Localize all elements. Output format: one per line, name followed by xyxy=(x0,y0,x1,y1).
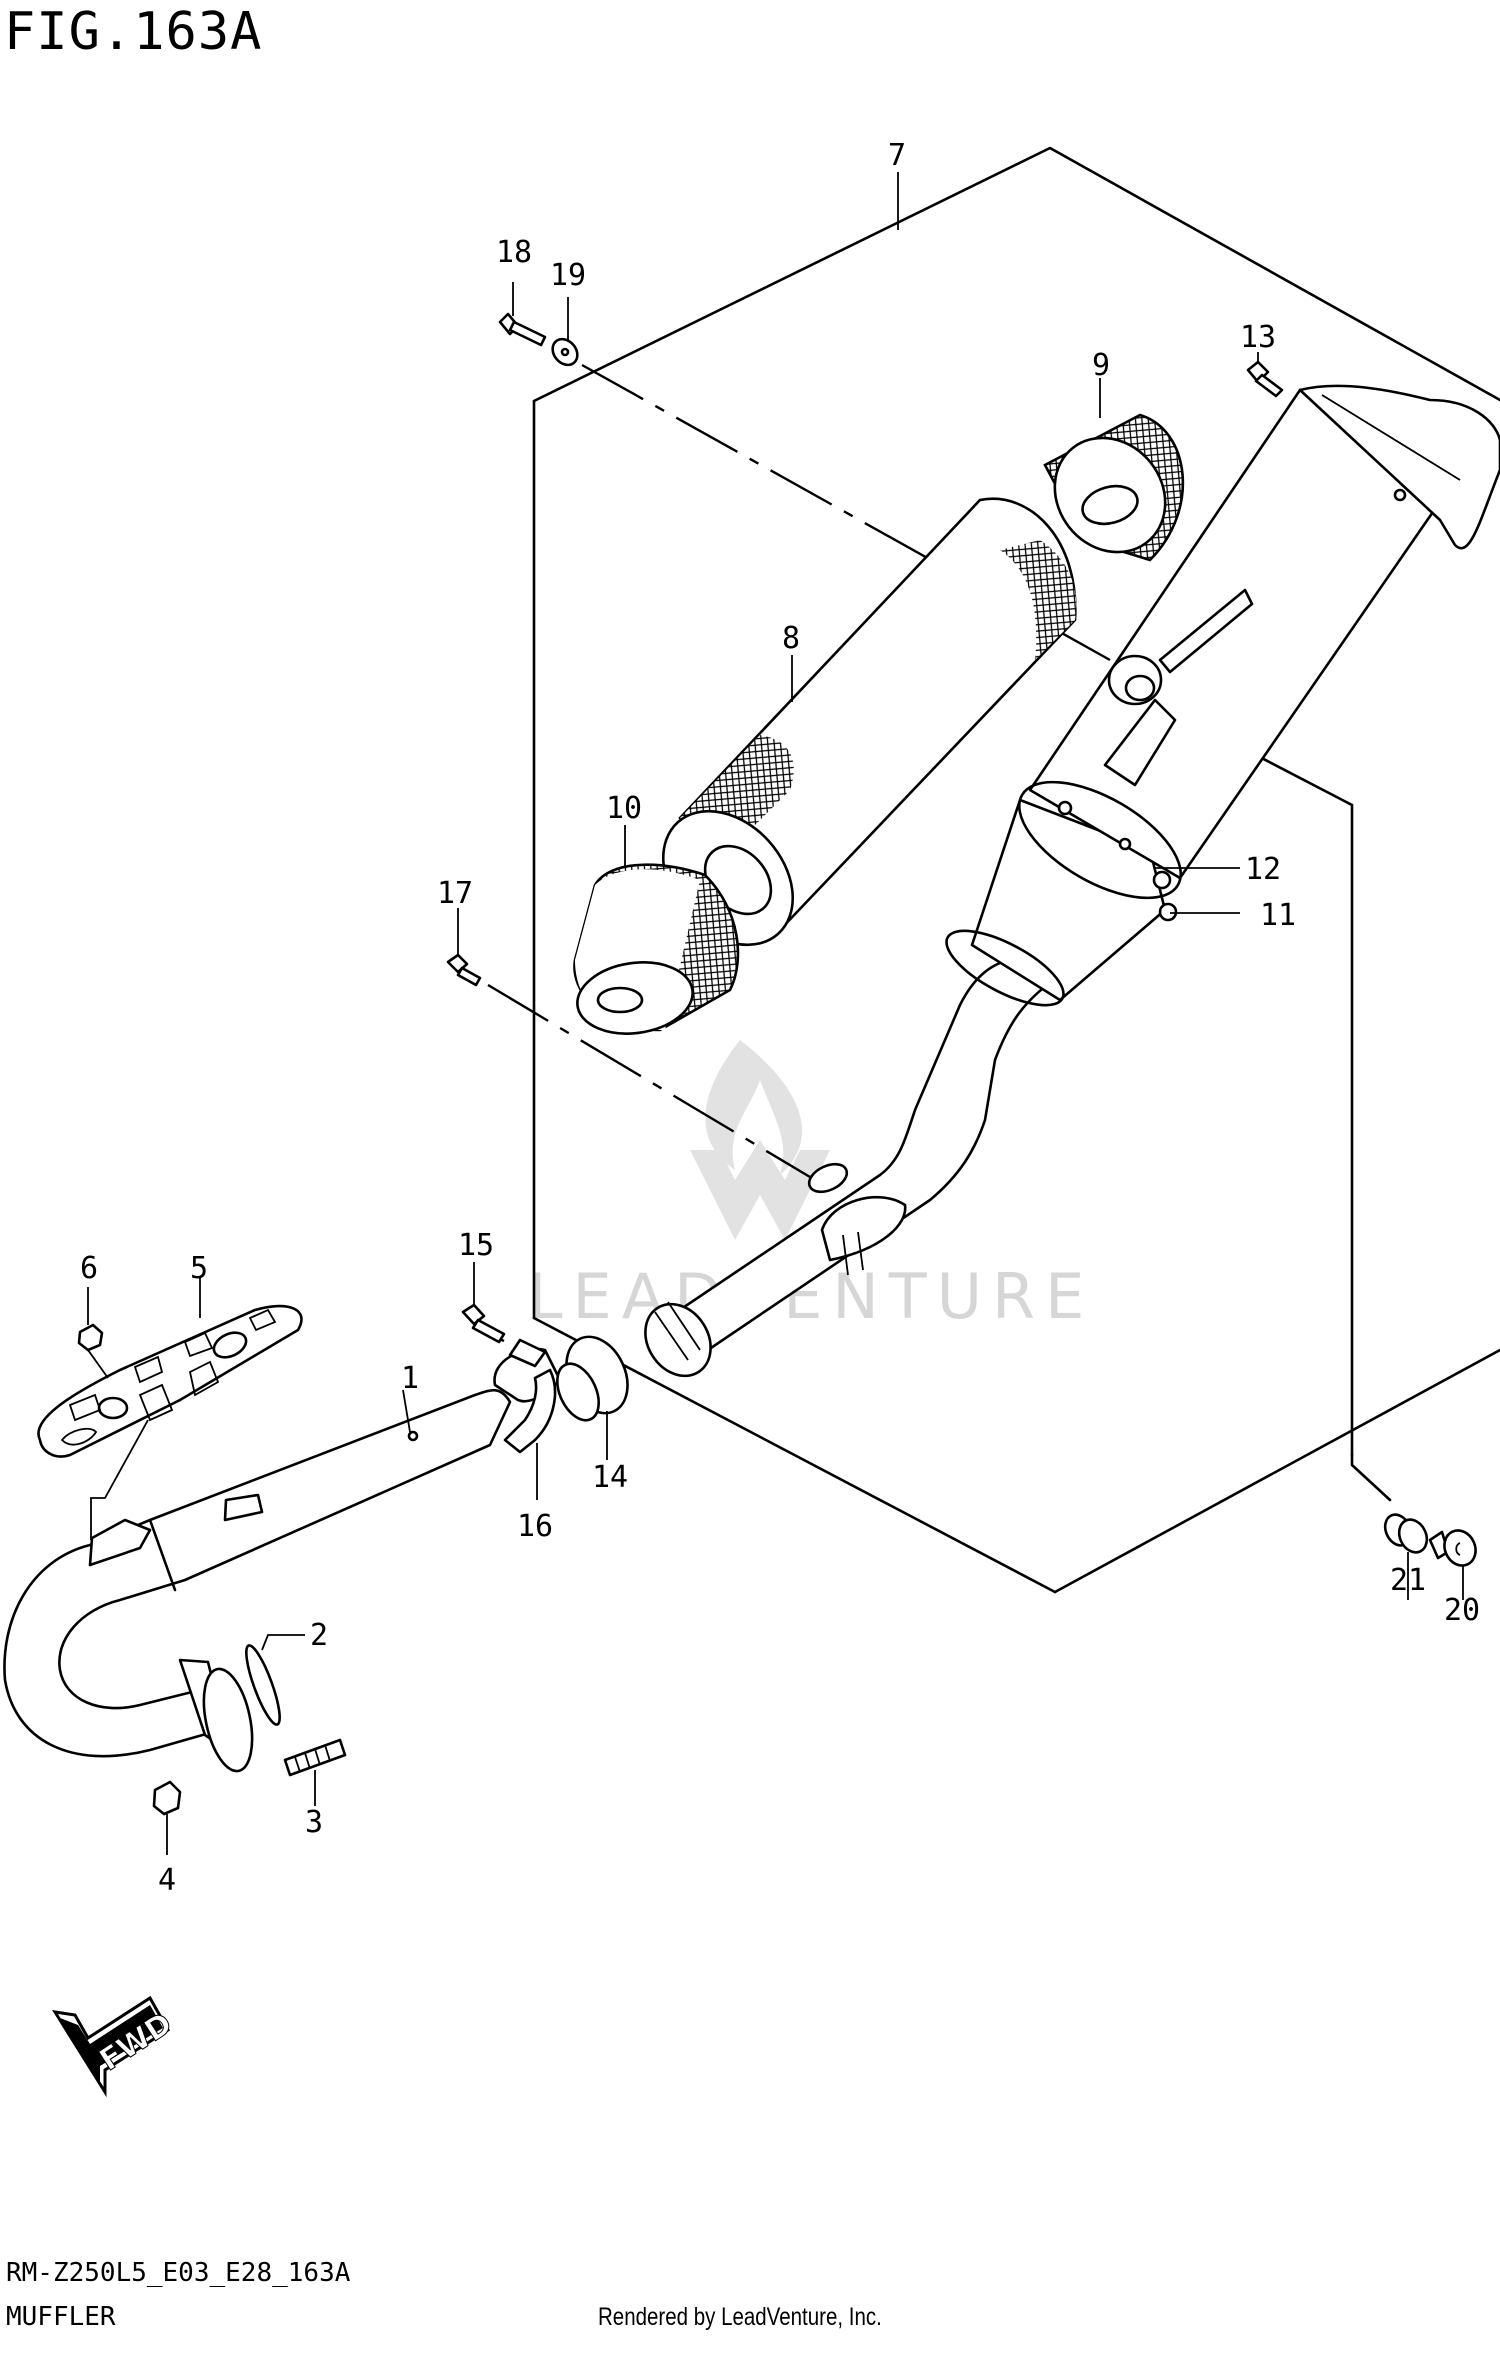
callout-7: 7 xyxy=(888,138,906,173)
leader-rubber xyxy=(1350,1453,1392,1502)
callout-5: 5 xyxy=(190,1251,208,1286)
callout-4: 4 xyxy=(158,1863,176,1898)
exhaust-pipe xyxy=(3,1388,512,1773)
callout-14: 14 xyxy=(592,1460,628,1495)
callout-13: 13 xyxy=(1240,320,1276,355)
callout-11: 11 xyxy=(1260,898,1296,933)
callout-6: 6 xyxy=(80,1251,98,1286)
bolt-13 xyxy=(1246,360,1284,398)
stud-bolt xyxy=(283,1738,347,1777)
watermark-logo xyxy=(690,1040,830,1240)
leader-bolt-17 xyxy=(487,983,816,1182)
pipe-clamp xyxy=(493,1338,562,1454)
rubber-mount xyxy=(1383,1513,1429,1554)
front-cap xyxy=(573,863,740,1035)
flange-nut xyxy=(152,1780,182,1816)
collar-bolt xyxy=(1428,1529,1477,1567)
washer-19 xyxy=(551,337,579,367)
shield-nut xyxy=(77,1323,104,1352)
bolt-17 xyxy=(446,953,482,987)
leader-bolt-18 xyxy=(581,363,1111,662)
callout-labels: 1 2 3 4 5 6 7 8 9 10 11 12 13 14 15 16 1… xyxy=(80,138,1480,1898)
callout-12: 12 xyxy=(1245,852,1281,887)
callout-8: 8 xyxy=(782,621,800,656)
figure-title: FIG.163A xyxy=(4,2,263,62)
callout-1: 1 xyxy=(401,1361,419,1396)
end-cap xyxy=(1043,413,1185,562)
callout-17: 17 xyxy=(437,876,473,911)
callout-2: 2 xyxy=(310,1618,328,1653)
callout-3: 3 xyxy=(305,1805,323,1840)
callout-19: 19 xyxy=(550,258,586,293)
callout-9: 9 xyxy=(1092,348,1110,383)
heat-shield xyxy=(37,1304,303,1458)
sealing-ring xyxy=(556,1335,629,1422)
fwd-arrow-icon: FWD xyxy=(52,1995,179,2098)
callout-15: 15 xyxy=(458,1228,494,1263)
callout-18: 18 xyxy=(496,235,532,270)
callout-16: 16 xyxy=(517,1509,553,1544)
callout-10: 10 xyxy=(606,791,642,826)
callout-21: 21 xyxy=(1390,1563,1426,1598)
bolt-15 xyxy=(461,1303,506,1344)
rendered-by-credit: Rendered by LeadVenture, Inc. xyxy=(598,2303,882,2331)
bolt-18 xyxy=(498,312,547,347)
muffler-assembly xyxy=(644,384,1500,1378)
gasket xyxy=(245,1644,281,1726)
section-name: MUFFLER xyxy=(6,2302,116,2332)
callout-20: 20 xyxy=(1444,1593,1480,1628)
callout-leaders xyxy=(87,172,1464,1855)
model-code: RM-Z250L5_E03_E28_163A xyxy=(6,2258,351,2288)
assembly-box-7 xyxy=(532,146,1500,1594)
